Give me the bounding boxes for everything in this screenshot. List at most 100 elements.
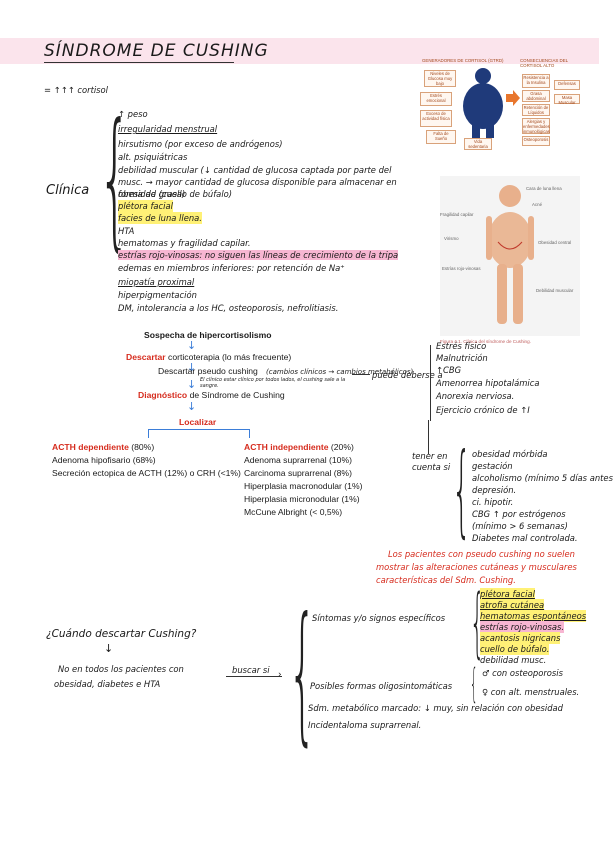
figure-caption: Figura 4.1. Clínica del síndrome de Cush… <box>440 339 531 344</box>
tener-brace: { <box>452 431 472 548</box>
posibles-item: ♂ con osteoporosis <box>482 668 563 678</box>
posibles-brace: { <box>470 661 478 707</box>
fig-box: Defensas <box>554 80 580 90</box>
clinica-item: debilidad muscular (↓ cantidad de glucos… <box>118 165 397 199</box>
clinica-label: Clínica <box>46 183 90 198</box>
pseudo-cause: Ejercicio crónico de ↑I <box>436 405 530 415</box>
fig-box: Osteoporosis <box>522 136 550 146</box>
flow-descartar: Descartar corticoterapia (lo más frecuen… <box>126 352 292 362</box>
fig-box: Grasa abdominal <box>522 90 550 102</box>
tener-item: Diabetes mal controlada. <box>472 533 578 543</box>
body-label: Acné <box>532 202 543 207</box>
dep-item: Secreción ectopica de ACTH (12%) o CRH (… <box>52 468 241 478</box>
arrow-right-icon <box>506 90 520 106</box>
pseudo-cause: ↑CBG <box>436 365 462 375</box>
pseudo-cause: Malnutrición <box>436 353 488 363</box>
body-label: Virismo <box>444 236 459 241</box>
body-silhouette-icon <box>486 185 534 324</box>
buscar-label: buscar si <box>232 665 270 675</box>
buscar-arrow <box>226 676 282 677</box>
flow-localizar: Localizar <box>179 417 217 427</box>
clinica-item: hematomas y fragilidad capilar. <box>118 238 251 248</box>
fig-box: Falta de Sueño <box>426 130 456 144</box>
cuando-answer: obesidad, diabetes e HTA <box>54 679 161 689</box>
body-label: Obesidad central <box>538 240 572 245</box>
clinica-item: edemas en miembros inferiores: por reten… <box>118 263 345 273</box>
tener-lead: tener en <box>412 451 448 461</box>
tener-item: depresión. <box>472 485 517 495</box>
clinica-item: plétora facial <box>118 200 173 212</box>
cuando-brace: { <box>288 586 317 760</box>
clinica-item: hirsutismo (por exceso de andrógenos) <box>118 139 283 149</box>
sign-item: debilidad musc. <box>480 655 547 665</box>
indep-item: Hiperplasia micronodular (1%) <box>244 494 360 504</box>
body-label: Debilidad muscular <box>536 288 574 293</box>
clinica-item: miopatía proximal <box>118 277 195 287</box>
obese-figure-icon <box>463 68 503 138</box>
connector-line <box>428 420 429 454</box>
pseudo-causes-bracket <box>430 345 432 421</box>
red-note-line: mostrar las alteraciones cutáneas y musc… <box>376 562 577 572</box>
clinica-item: irregularidad menstrual <box>118 124 218 134</box>
body-figure: Cara de luna llena Acné Fragilidad capil… <box>440 176 580 336</box>
connector-line <box>352 374 370 375</box>
fig-box: Vida sedentaria <box>464 138 492 150</box>
tener-item: CBG ↑ por estrógenos (mínimo > 6 semanas… <box>472 509 568 531</box>
sign-item: cuello de búfalo. <box>480 643 550 655</box>
fig-box: Niveles de Glucosa muy bajo <box>424 70 456 87</box>
fig-box: Masa Muscular <box>554 94 580 105</box>
indep-item: Adenoma suprarrenal (10%) <box>244 455 352 465</box>
indep-item: Hiperplasia macronodular (1%) <box>244 481 363 491</box>
sign-item: hematomas espontáneos <box>480 610 587 622</box>
clinica-item: ↑ peso <box>118 109 148 119</box>
sign-item: acantosis nigricans <box>480 632 561 644</box>
title-band <box>0 38 599 64</box>
flow-diagnostico: Diagnóstico de Síndrome de Cushing <box>138 390 285 400</box>
clinica-item: estrías rojo-vinosas: no siguen las líne… <box>118 249 399 261</box>
sdm-metabolico: Sdm. metabólico marcado: ↓ muy, sin rela… <box>308 703 563 713</box>
fig-box: Exceso de actividad física <box>420 110 452 127</box>
sign-item: atrofia cutánea <box>480 599 545 611</box>
sign-item: plétora facial <box>480 588 535 600</box>
title-underline <box>44 62 234 63</box>
tener-item: ci. hipotir. <box>472 497 514 507</box>
cortisol-figure: GENERADORES DE CORTISOL (GTRD) CONSECUEN… <box>420 58 584 158</box>
cuando-question: ¿Cuándo descartar Cushing? <box>46 628 197 640</box>
split-connector <box>148 429 250 438</box>
clinica-item: alt. psiquiátricas <box>118 152 188 162</box>
acth-dependiente: ACTH dependiente (80%) <box>52 442 155 452</box>
page-title: SÍNDROME DE CUSHING <box>44 41 269 61</box>
body-label: Fragilidad capilar <box>440 212 474 217</box>
arrow-down-icon: ↓ <box>187 400 197 413</box>
tener-lead: cuenta si <box>412 462 451 472</box>
flow-sospecha: Sospecha de hipercortisolismo <box>144 330 272 340</box>
indep-item: Carcinoma suprarrenal (8%) <box>244 468 352 478</box>
incidentaloma: Incidentaloma suprarrenal. <box>308 720 422 730</box>
posibles-label: Posibles formas oligosintomáticas <box>310 681 453 691</box>
cuando-answer: No en todos los pacientes con <box>58 664 184 674</box>
tener-item: alcoholismo (mínimo 5 días antes <box>472 473 613 483</box>
pseudo-causes-lead: puede deberse a <box>372 370 443 380</box>
flow-pseudo-note: (cambios clínicos → cambios metabólicos) <box>266 368 414 376</box>
pseudo-cause: Anorexia nerviosa. <box>436 391 515 401</box>
arrow-down-icon: ↓ <box>187 339 197 352</box>
red-note-line: Los pacientes con pseudo cushing no suel… <box>388 549 575 559</box>
tener-item: obesidad mórbida <box>472 449 548 459</box>
flow-pseudo-note2: El clínico estar clínico por todos lados… <box>200 377 346 389</box>
fig-header-left: GENERADORES DE CORTISOL (GTRD) <box>422 58 504 63</box>
pseudo-cause: Estrés físico <box>436 341 487 351</box>
indep-item: McCune Albright (< 0,5%) <box>244 507 343 517</box>
arrow-down-icon: ↓ <box>104 642 114 655</box>
clinica-item: DM, intolerancia a los HC, osteoporosis,… <box>118 303 339 313</box>
fig-box: Alergias y enfermedades inmunológicas <box>522 118 550 134</box>
fig-box: Resistencia a la Insulina <box>522 74 550 88</box>
fig-box: Retención de Líquidos <box>522 104 550 116</box>
clinica-item: obesidad (cuello de búfalo) <box>118 189 233 199</box>
body-label: Cara de luna llena <box>526 186 562 191</box>
sintomas-label: Síntomas y/o signos específicos <box>312 613 446 623</box>
clinica-item: facies de luna llena. <box>118 212 202 224</box>
body-label: Estrías rojo-vinosas <box>442 266 481 271</box>
intro-line: = ↑↑↑ cortisol <box>44 85 108 95</box>
acth-independiente: ACTH independiente (20%) <box>244 442 354 452</box>
dep-item: Adenoma hipofisario (68%) <box>52 455 156 465</box>
